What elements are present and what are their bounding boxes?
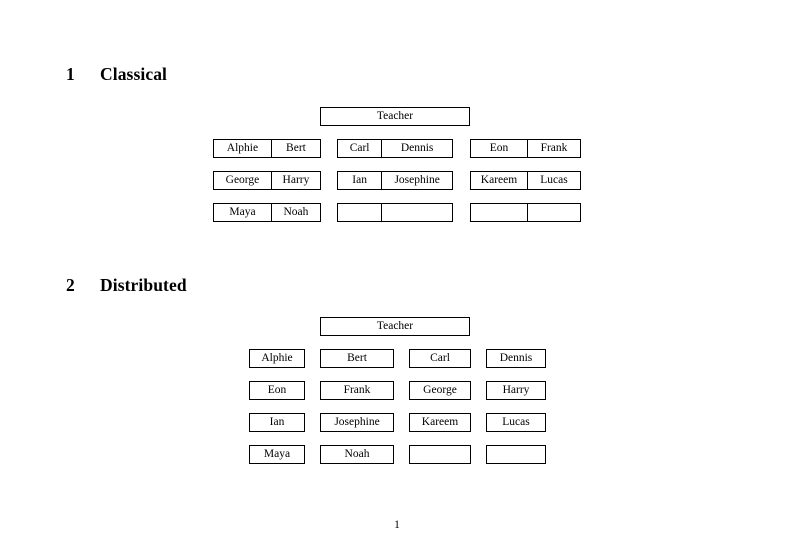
table-row <box>470 203 581 222</box>
table-row: Ian Josephine <box>337 171 453 190</box>
teacher-box-classical[interactable]: Teacher <box>320 107 470 126</box>
name-box[interactable]: George <box>409 381 471 400</box>
section-heading-classical: 1 Classical <box>66 64 167 85</box>
table-row: George Harry <box>213 171 321 190</box>
name-cell[interactable]: Dennis <box>381 140 452 157</box>
name-cell[interactable]: Noah <box>270 204 320 221</box>
name-box[interactable]: Ian <box>249 413 305 432</box>
name-cell[interactable]: Maya <box>229 206 256 218</box>
name-cell[interactable]: Frank <box>526 140 580 157</box>
name-box[interactable]: Bert <box>320 349 394 368</box>
name-cell[interactable]: Bert <box>270 140 320 157</box>
table-row: Maya Noah <box>213 203 321 222</box>
name-cell[interactable]: Eon <box>489 142 509 154</box>
table-row: Kareem Lucas <box>470 171 581 190</box>
name-cell[interactable]: Harry <box>270 172 320 189</box>
teacher-box-distributed[interactable]: Teacher <box>320 317 470 336</box>
name-box[interactable]: Eon <box>249 381 305 400</box>
section-title: Distributed <box>100 275 187 295</box>
name-box[interactable]: Frank <box>320 381 394 400</box>
name-box[interactable]: Noah <box>320 445 394 464</box>
name-cell[interactable]: Josephine <box>381 172 452 189</box>
name-cell[interactable]: Alphie <box>226 142 259 154</box>
section-number: 1 <box>66 64 75 84</box>
name-box[interactable]: Dennis <box>486 349 546 368</box>
section-title: Classical <box>100 64 168 84</box>
name-cell[interactable] <box>526 204 580 221</box>
table-row: Alphie Bert <box>213 139 321 158</box>
name-box[interactable]: Maya <box>249 445 305 464</box>
name-box[interactable]: Kareem <box>409 413 471 432</box>
name-cell[interactable] <box>381 204 452 221</box>
table-row <box>337 203 453 222</box>
page-number: 1 <box>394 519 400 531</box>
name-cell[interactable]: Lucas <box>526 172 580 189</box>
name-box[interactable] <box>409 445 471 464</box>
name-box[interactable]: Alphie <box>249 349 305 368</box>
name-box[interactable]: Josephine <box>320 413 394 432</box>
name-cell[interactable]: Kareem <box>480 174 518 186</box>
section-number: 2 <box>66 275 75 295</box>
section-heading-distributed: 2 Distributed <box>66 275 187 296</box>
name-box[interactable] <box>486 445 546 464</box>
name-box[interactable]: Carl <box>409 349 471 368</box>
name-cell[interactable] <box>338 204 381 221</box>
name-cell[interactable]: George <box>225 174 260 186</box>
table-row: Carl Dennis <box>337 139 453 158</box>
name-cell[interactable] <box>471 204 527 221</box>
name-cell[interactable]: Ian <box>352 174 367 186</box>
name-cell[interactable]: Carl <box>349 142 370 154</box>
table-row: Eon Frank <box>470 139 581 158</box>
name-box[interactable]: Harry <box>486 381 546 400</box>
name-box[interactable]: Lucas <box>486 413 546 432</box>
